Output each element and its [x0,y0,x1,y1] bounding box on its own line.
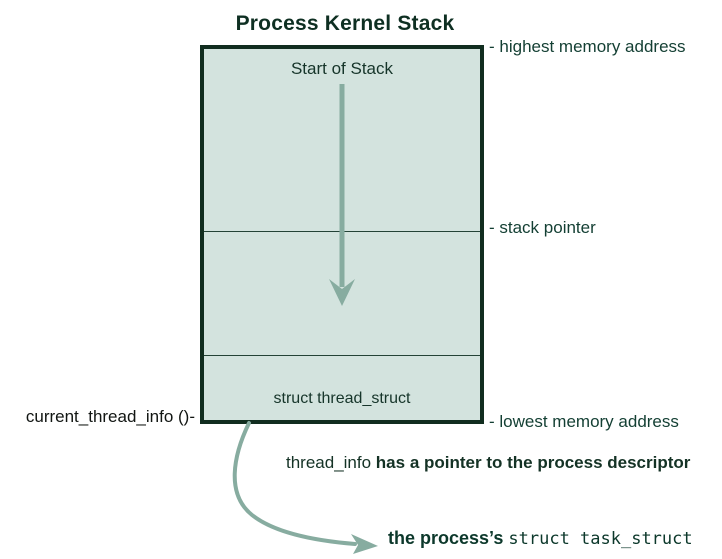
kernel-stack-box [200,45,484,424]
stack-pointer-divider [204,231,480,232]
task-struct-label: the process’s struct task_struct [388,528,693,549]
start-of-stack-label: Start of Stack [290,59,394,78]
the-process-text: the process’s [388,528,509,548]
current-thread-info-label: current_thread_info ()- [25,407,195,426]
pointer-note-bold-text: has a pointer to the process descriptor [371,453,691,472]
highest-memory-address-label: - highest memory address [489,37,686,56]
curved-arrow-icon [232,421,378,554]
stack-pointer-label: - stack pointer [489,218,596,237]
struct-task-struct-text: struct task_struct [508,529,693,549]
lowest-memory-address-label: - lowest memory address [489,412,679,431]
diagram-title: Process Kernel Stack [235,12,455,35]
struct-thread-struct-label: struct thread_struct [273,390,411,407]
thread-struct-divider [204,355,480,356]
thread-info-text: thread_info [286,453,372,472]
thread-info-pointer-note: thread_info has a pointer to the process… [286,453,690,473]
